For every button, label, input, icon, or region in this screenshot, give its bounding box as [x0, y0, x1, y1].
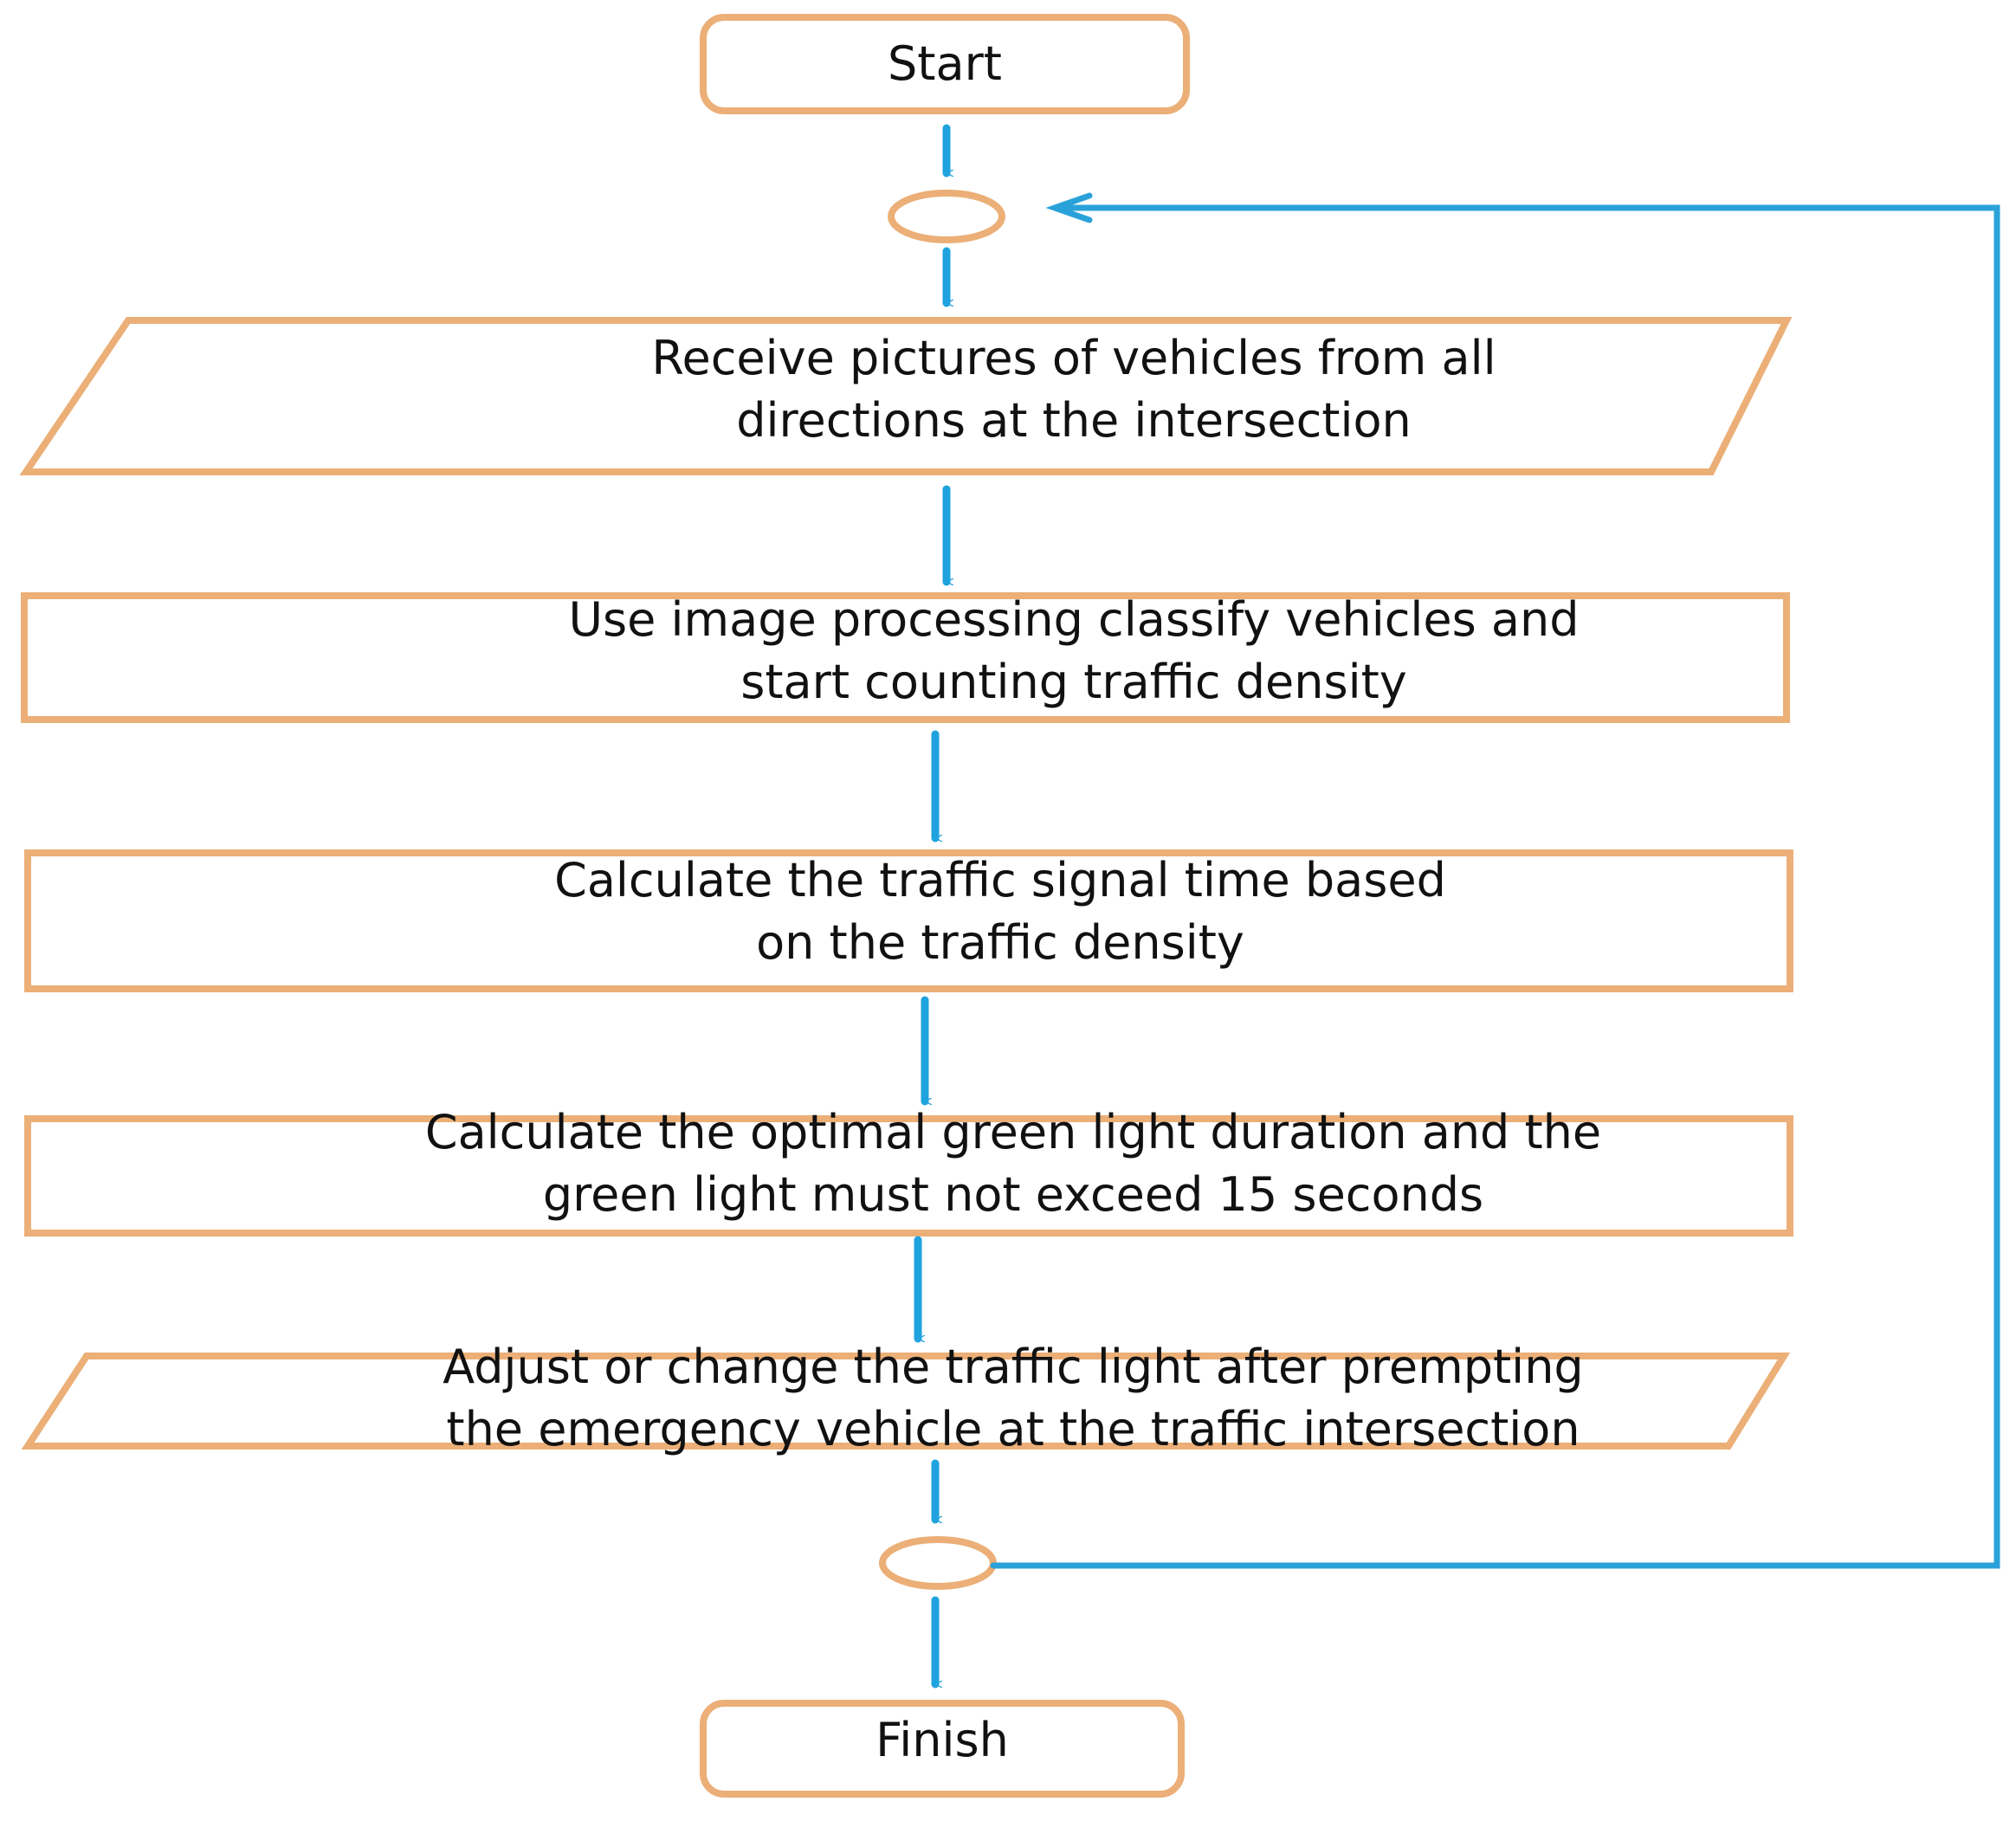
- receive-pictures-line-1: Receive pictures of vehicles from all: [651, 331, 1496, 385]
- calculate-signal-time-label: Calculate the traffic signal time based …: [299, 849, 1702, 974]
- classify-vehicles-line-1: Use image processing classify vehicles a…: [568, 592, 1580, 647]
- adjust-light-line-1: Adjust or change the traffic light after…: [443, 1340, 1584, 1394]
- optimal-green-process: [24, 1115, 1793, 1237]
- optimal-green-label: Calculate the optimal green light durati…: [312, 1101, 1715, 1226]
- loop-back-line: [990, 192, 2000, 1569]
- receive-pictures-line-2: directions at the intersection: [736, 393, 1412, 448]
- classify-vehicles-process: [21, 592, 1790, 723]
- adjust-light-label: Adjust or change the traffic light after…: [312, 1336, 1715, 1461]
- classify-vehicles-line-2: start counting traffic density: [740, 655, 1407, 709]
- receive-pictures-data-shape: [19, 317, 1793, 475]
- adjust-light-line-2: the emergency vehicle at the traffic int…: [446, 1402, 1580, 1456]
- calculate-signal-time-process: [24, 849, 1793, 992]
- classify-vehicles-label: Use image processing classify vehicles a…: [372, 589, 1775, 714]
- calculate-signal-time-line-2: on the traffic density: [756, 915, 1244, 970]
- finish-terminal: [700, 1700, 1185, 1798]
- loop-connector-bottom: [879, 1536, 997, 1590]
- start-terminal: [700, 14, 1190, 114]
- flow-arrows: [914, 124, 947, 1689]
- loop-connector-top: [888, 190, 1005, 243]
- loop-path: [990, 204, 2000, 1569]
- start-label: Start: [888, 36, 1002, 91]
- optimal-green-line-2: green light must not exceed 15 seconds: [542, 1167, 1484, 1222]
- loop-arrowhead-icon: [1045, 192, 1093, 223]
- finish-label: Finish: [876, 1713, 1009, 1767]
- adjust-light-data-shape: [21, 1353, 1791, 1450]
- calculate-signal-time-line-1: Calculate the traffic signal time based: [554, 853, 1446, 907]
- receive-pictures-label: Receive pictures of vehicles from all di…: [372, 327, 1775, 452]
- optimal-green-line-1: Calculate the optimal green light durati…: [424, 1105, 1602, 1159]
